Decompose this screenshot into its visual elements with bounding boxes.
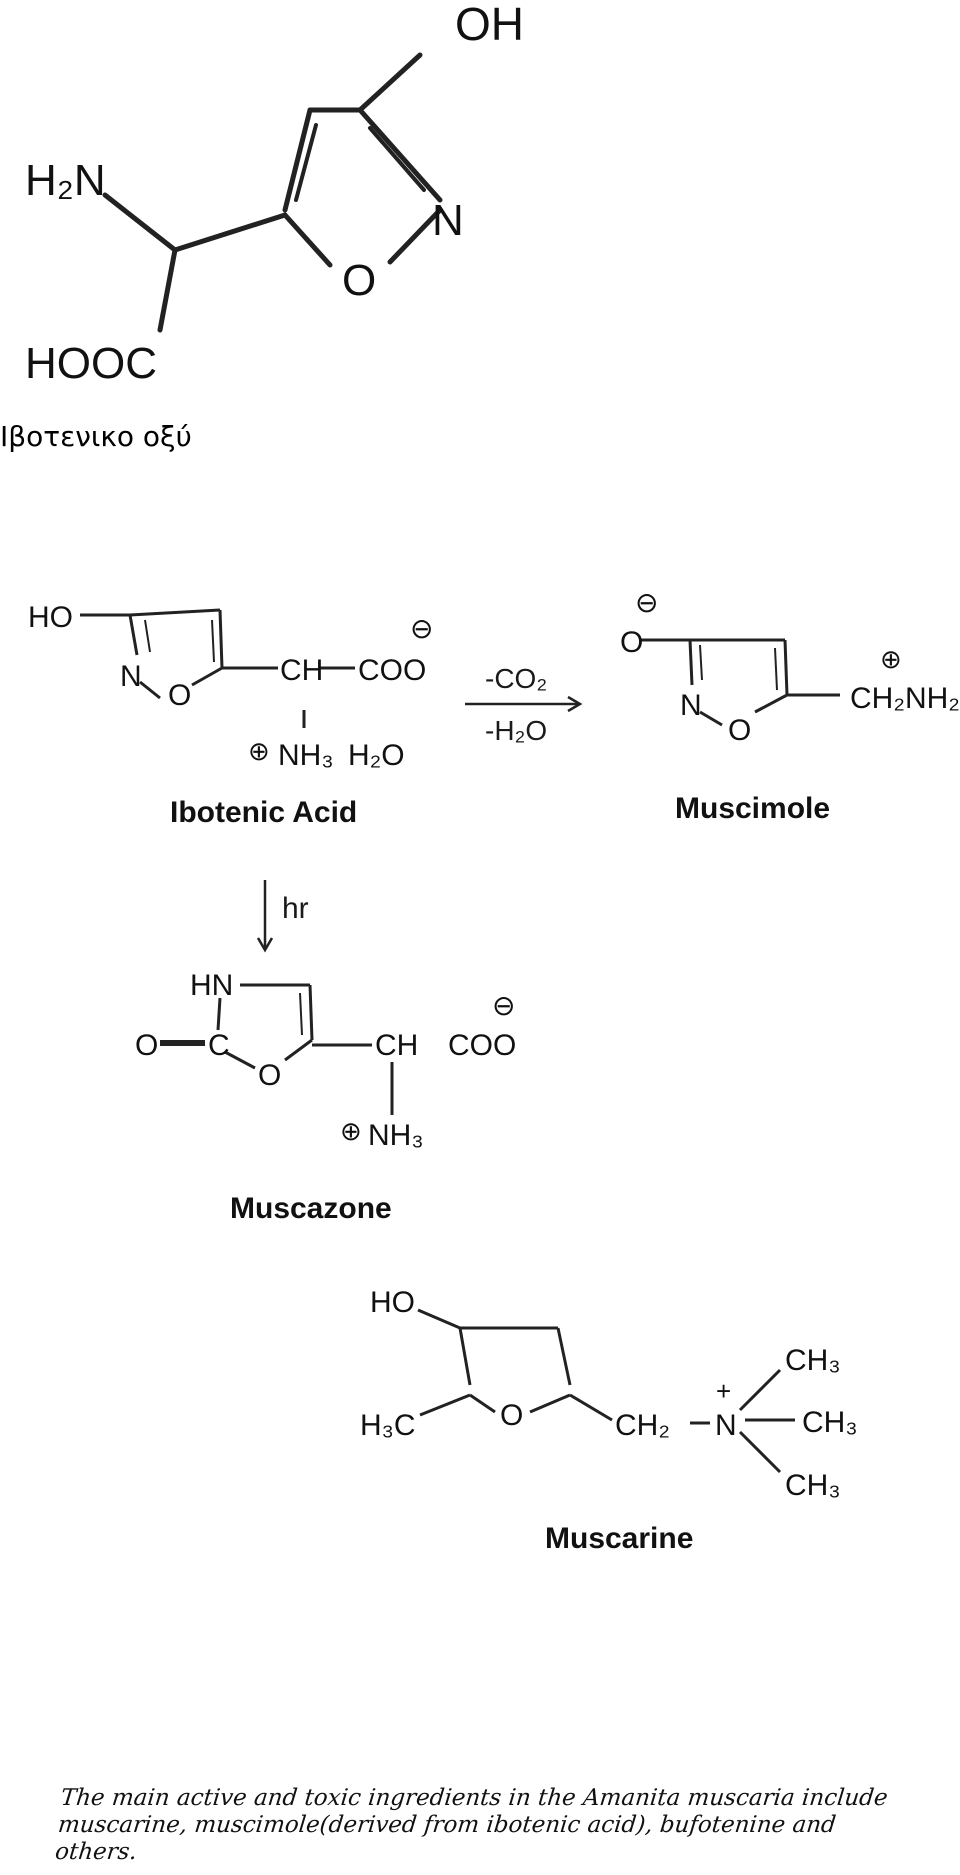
- muscimole-ch2nh2-label: CH₂NH₂: [850, 682, 960, 715]
- muscazone-c-label: C: [208, 1029, 230, 1062]
- ibotenic-coo-label: COO: [358, 654, 426, 687]
- muscimole-ring-o-label: O: [728, 714, 751, 747]
- muscazone-o-label: O: [135, 1029, 158, 1062]
- oh-label-top: OH: [455, 0, 524, 50]
- muscarine-name: Muscarine: [545, 1522, 693, 1555]
- ibotenic-minus-charge: ⊖: [410, 613, 433, 644]
- n-label-top: N: [432, 196, 464, 245]
- reaction-below-label: -H₂O: [485, 715, 547, 746]
- ibotenic-plus-charge: ⊕: [248, 736, 270, 766]
- muscarine-plus-charge: +: [716, 1376, 731, 1406]
- muscazone-ch-label: CH: [375, 1029, 418, 1062]
- muscarine-ch3-top: CH₃: [785, 1344, 841, 1377]
- ibotenic-name: Ibotenic Acid: [170, 796, 357, 829]
- muscazone-hn-label: HN: [190, 969, 233, 1002]
- muscarine-ho-label: HO: [370, 1286, 415, 1319]
- muscarine-structure: [417, 1308, 795, 1474]
- muscarine-o-label: O: [500, 1399, 523, 1432]
- h2n-label-top: H₂N: [25, 156, 106, 205]
- muscimole-name: Muscimole: [675, 792, 830, 825]
- muscarine-h3c-label: H₃C: [360, 1409, 416, 1442]
- muscimole-plus-charge: ⊕: [880, 644, 902, 674]
- ibotenic-n-label: N: [120, 660, 142, 693]
- muscazone-ring-o-label: O: [258, 1059, 281, 1092]
- ibotenic-acid-caption: Ιβοτενικο οξύ: [0, 420, 192, 453]
- ibotenic-o-label: O: [168, 679, 191, 712]
- muscarine-ch3-bot: CH₃: [785, 1469, 841, 1502]
- muscazone-coo-label: COO: [448, 1029, 516, 1062]
- ibotenic-nh3-label: NH₃: [278, 739, 334, 772]
- muscarine-n-label: N: [715, 1409, 737, 1442]
- muscimole-o-label: O: [620, 626, 643, 659]
- ibotenic-acid-top-structure: [102, 52, 443, 333]
- muscimole-structure: [640, 638, 840, 727]
- muscazone-minus-charge: ⊖: [492, 990, 515, 1021]
- muscazone-plus-charge: ⊕: [340, 1116, 362, 1146]
- ibotenic-h2o-label: H₂O: [348, 739, 405, 772]
- ibotenic-acid-structure: [80, 608, 355, 728]
- o-label-top: O: [342, 256, 376, 305]
- reaction-arrow-right: [465, 695, 583, 713]
- muscimole-minus-charge: ⊖: [635, 587, 658, 618]
- muscazone-nh3-label: NH₃: [368, 1119, 424, 1152]
- ibotenic-ch-label: CH: [280, 654, 323, 687]
- ibotenic-ho-label: HO: [28, 601, 73, 634]
- reaction-down-label: hr: [282, 892, 309, 925]
- reaction-arrow-down: [256, 880, 274, 953]
- muscimole-n-label: N: [680, 689, 702, 722]
- muscarine-ch2-label: CH₂: [615, 1409, 670, 1442]
- hooc-label-top: HOOC: [25, 339, 157, 388]
- amanita-note: The main active and toxic ingredients in…: [53, 1785, 889, 1865]
- reaction-above-label: -CO₂: [485, 663, 547, 694]
- muscazone-structure: [160, 983, 394, 1115]
- muscazone-name: Muscazone: [230, 1192, 392, 1225]
- muscarine-ch3-mid: CH₃: [802, 1406, 858, 1439]
